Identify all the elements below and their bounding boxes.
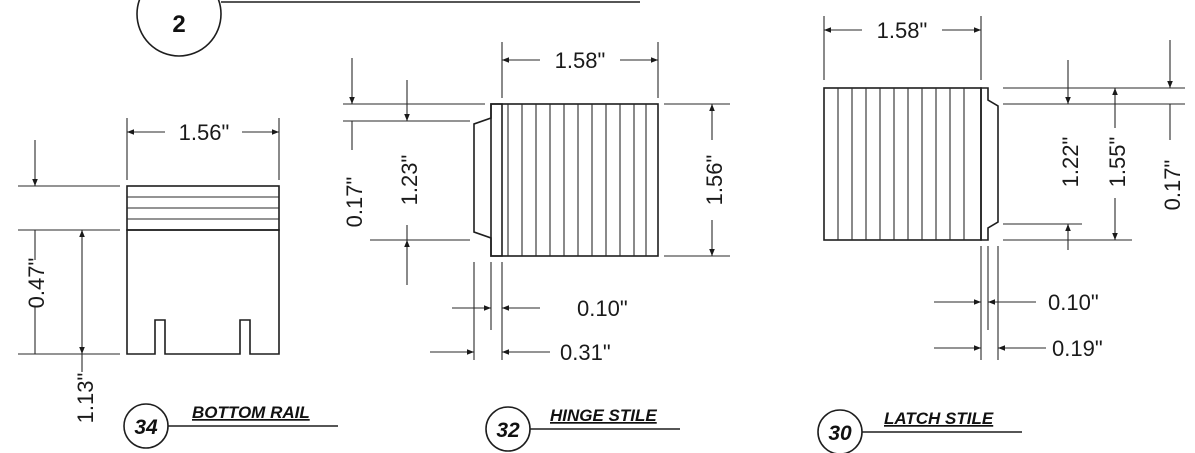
- bottom-rail-width-label: 1.56": [179, 120, 230, 145]
- bottom-rail-callout-number: 34: [134, 416, 158, 439]
- hinge-stile-overall-height-label: 1.56": [702, 155, 727, 206]
- hinge-stile-depth-a-label: 0.10": [577, 296, 628, 321]
- latch-stile-tongue: [980, 87, 999, 241]
- latch-stile-tongue-height-label: 1.22": [1058, 137, 1083, 188]
- bottom-rail-height-b-label: 1.13": [73, 373, 98, 424]
- latch-stile-body: [823, 87, 982, 241]
- bottom-rail-section: [126, 229, 280, 355]
- latch-stile-drawing: 1.58" 1.22" 1.55" 0.17" 0.10" 0.19" 30 L…: [817, 16, 1185, 453]
- latch-stile-depth-a-label: 0.10": [1048, 290, 1099, 315]
- sheet-callout: 2: [136, 0, 640, 57]
- latch-stile-callout-number: 30: [828, 422, 852, 445]
- sheet-callout-number: 2: [172, 11, 185, 38]
- bottom-rail-callout-label: BOTTOM RAIL: [192, 403, 310, 422]
- hinge-stile-offset-top-label: 0.17": [342, 177, 367, 228]
- hinge-stile-width-label: 1.58": [555, 48, 606, 73]
- bottom-rail-height-a-label: 0.47": [24, 258, 49, 309]
- hinge-stile-tongue-height-label: 1.23": [397, 155, 422, 206]
- hinge-stile-tongue: [473, 103, 503, 257]
- latch-stile-depth-b-label: 0.19": [1052, 336, 1103, 361]
- latch-stile-callout-label: LATCH STILE: [884, 409, 994, 428]
- latch-stile-overall-height-label: 1.55": [1105, 137, 1130, 188]
- hinge-stile-callout-label: HINGE STILE: [550, 406, 657, 425]
- hinge-stile-callout-number: 32: [496, 419, 520, 442]
- hinge-stile-drawing: 1.58" 0.17" 1.23" 1.56" 0.10" 0.31" 32: [342, 42, 730, 452]
- sheet-callout-circle: [136, 0, 222, 57]
- latch-stile-width-label: 1.58": [877, 18, 928, 43]
- hinge-stile-depth-b-label: 0.31": [560, 340, 611, 365]
- hinge-stile-body: [490, 103, 659, 257]
- latch-stile-offset-top-label: 0.17": [1160, 160, 1185, 211]
- bottom-rail-drawing: 1.56" 0.47" 1.13" 34 BOTTOM RAIL: [18, 118, 338, 449]
